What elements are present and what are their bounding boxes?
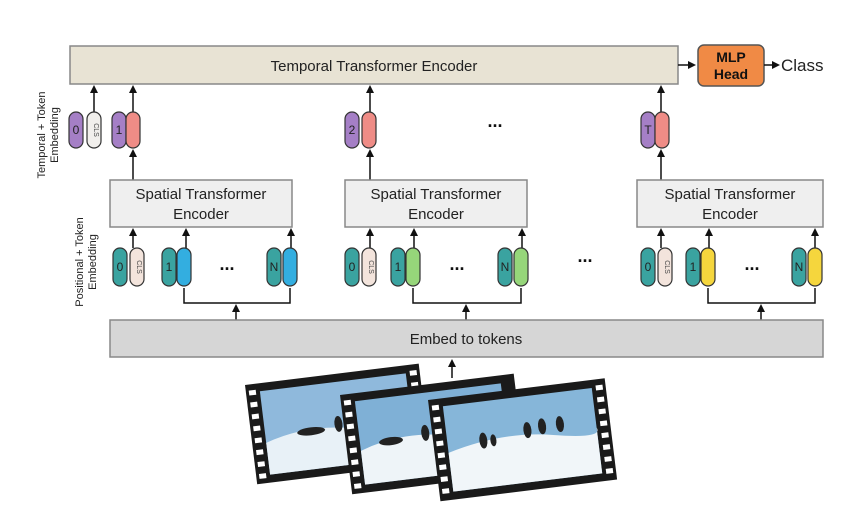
token-t-salmon bbox=[654, 111, 670, 149]
temporal-embedding-label-line1: Temporal + Token bbox=[36, 92, 48, 179]
s1-token-0-label: 0 bbox=[117, 260, 124, 274]
token-cls-pill bbox=[86, 111, 102, 149]
s3-token-n-label: N bbox=[795, 260, 804, 274]
s3-token-cls bbox=[657, 247, 673, 287]
mlp-head-label-line2: Head bbox=[714, 66, 748, 82]
spatial-encoder-1-line1: Spatial Transformer bbox=[136, 186, 267, 203]
s1-token-n-blue bbox=[282, 247, 298, 287]
s1-token-1-blue bbox=[176, 247, 192, 287]
s2-token-0 bbox=[344, 247, 360, 287]
spatial-tokens-frame-t: 0 CLS 1 ... N bbox=[640, 228, 823, 320]
s3-token-n-teal bbox=[791, 247, 807, 287]
s2-ellipsis: ... bbox=[449, 254, 464, 274]
spatial-tokens-frame-2: 0 CLS 1 ... N bbox=[344, 228, 529, 320]
temporal-ellipsis: ... bbox=[487, 111, 502, 131]
spatial-encoder-1-line2: Encoder bbox=[173, 206, 229, 223]
spatial-encoder-3-line2: Encoder bbox=[702, 206, 758, 223]
spatial-encoder-box-1 bbox=[109, 179, 293, 228]
s1-token-1-teal bbox=[161, 247, 177, 287]
s3-token-0 bbox=[640, 247, 656, 287]
token-2-label: 2 bbox=[349, 123, 356, 137]
spatial-encoder-3-line1: Spatial Transformer bbox=[665, 186, 796, 203]
spatial-tokens-frame-1: 0 CLS 1 ... N bbox=[112, 228, 298, 320]
s3-token-0-label: 0 bbox=[645, 260, 652, 274]
token-0-purple bbox=[68, 111, 84, 149]
token-0-label: 0 bbox=[73, 123, 80, 137]
s1-token-1-label: 1 bbox=[166, 260, 173, 274]
token-t-label: T bbox=[644, 123, 652, 137]
temporal-token-group-2: 2 bbox=[344, 85, 377, 180]
s3-token-1-yellow bbox=[700, 247, 716, 287]
token-cls-label: CLS bbox=[92, 123, 99, 137]
s2-token-1-label: 1 bbox=[395, 260, 402, 274]
embed-to-tokens-box bbox=[109, 319, 824, 358]
class-output-label: Class bbox=[781, 56, 824, 75]
spatial-encoder-2-line1: Spatial Transformer bbox=[371, 186, 502, 203]
s2-token-1-teal bbox=[390, 247, 406, 287]
token-1-label: 1 bbox=[116, 123, 123, 137]
token-2-salmon bbox=[361, 111, 377, 149]
video-frame-3 bbox=[428, 378, 618, 502]
temporal-transformer-encoder-label: Temporal Transformer Encoder bbox=[271, 58, 478, 75]
embed-to-tokens-label: Embed to tokens bbox=[410, 331, 523, 348]
s2-token-1-green bbox=[405, 247, 421, 287]
spatial-encoder-box-2 bbox=[344, 179, 528, 228]
s3-token-1-label: 1 bbox=[690, 260, 697, 274]
s3-ellipsis: ... bbox=[744, 254, 759, 274]
temporal-transformer-encoder-box bbox=[69, 45, 679, 85]
positional-embedding-label-line1: Positional + Token bbox=[74, 217, 86, 306]
temporal-token-group-1: 0 CLS 1 bbox=[68, 85, 141, 180]
s3-token-n-yellow bbox=[807, 247, 823, 287]
s2-token-n-green bbox=[513, 247, 529, 287]
spatial-encoder-2-line2: Encoder bbox=[408, 206, 464, 223]
spatial-frames-ellipsis: ... bbox=[577, 246, 592, 266]
temporal-token-group-t: T bbox=[640, 85, 670, 180]
s1-token-n-teal bbox=[266, 247, 282, 287]
s1-token-cls bbox=[129, 247, 145, 287]
s2-token-n-teal bbox=[497, 247, 513, 287]
mlp-head-label-line1: MLP bbox=[716, 49, 746, 65]
s2-token-0-label: 0 bbox=[349, 260, 356, 274]
s1-token-cls-label: CLS bbox=[135, 260, 142, 274]
s2-token-n-label: N bbox=[501, 260, 510, 274]
token-1-salmon bbox=[125, 111, 141, 149]
s1-token-n-label: N bbox=[270, 260, 279, 274]
s1-ellipsis: ... bbox=[219, 254, 234, 274]
token-2-purple bbox=[344, 111, 360, 149]
s3-token-1-teal bbox=[685, 247, 701, 287]
spatial-encoder-box-3 bbox=[636, 179, 824, 228]
s3-token-cls-label: CLS bbox=[663, 260, 670, 274]
s2-token-cls-label: CLS bbox=[367, 260, 374, 274]
positional-embedding-label-line2: Embedding bbox=[87, 234, 99, 290]
s2-token-cls bbox=[361, 247, 377, 287]
temporal-embedding-label-line2: Embedding bbox=[49, 107, 61, 163]
s1-token-0 bbox=[112, 247, 128, 287]
